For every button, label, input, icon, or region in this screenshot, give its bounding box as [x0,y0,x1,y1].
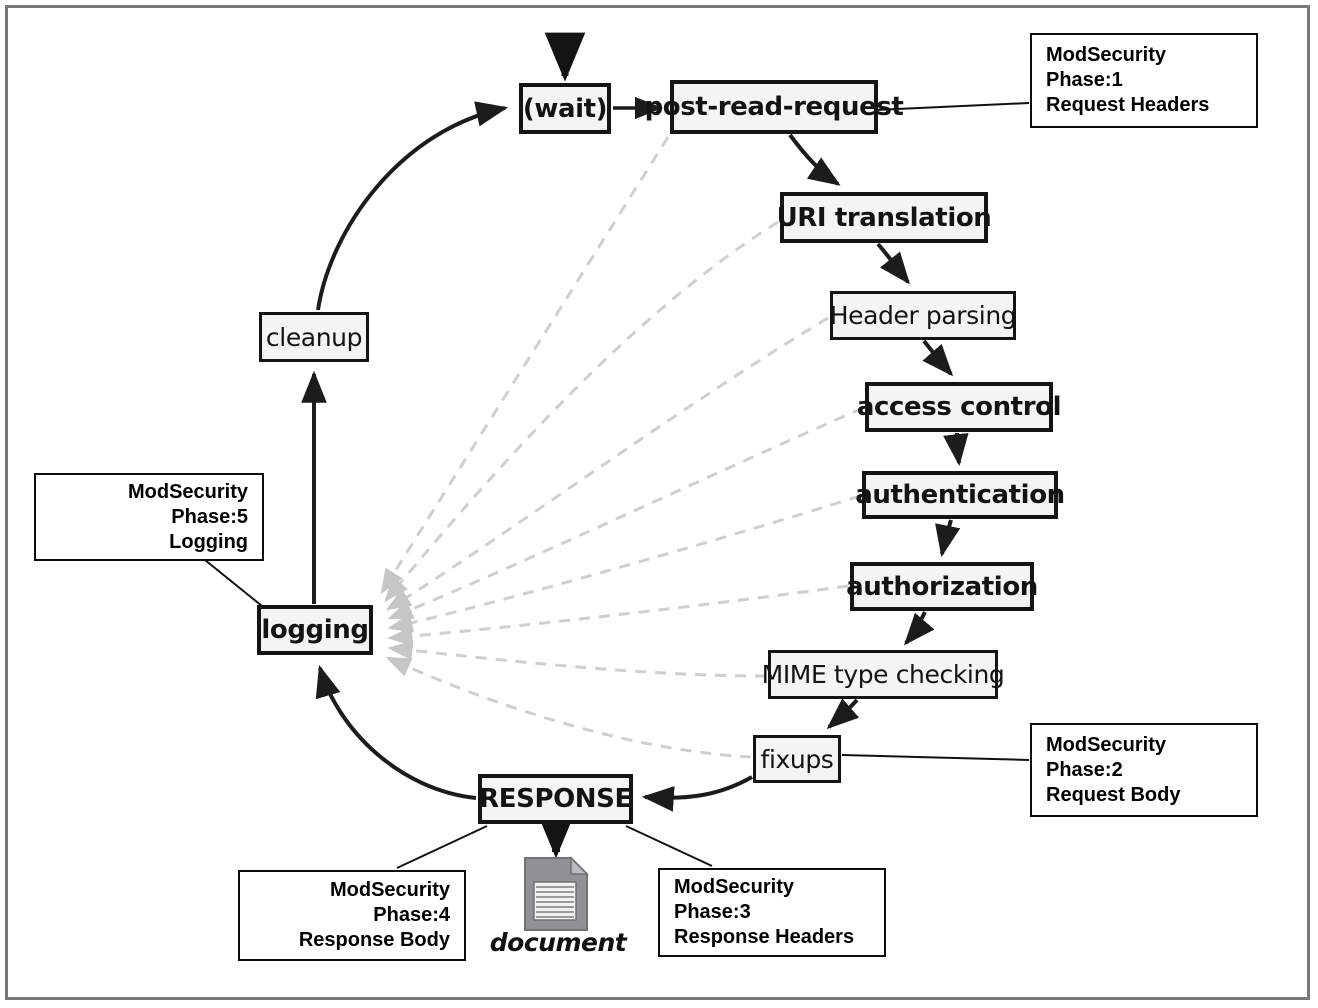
node-authorization[interactable]: authorization [846,562,1038,611]
node-fixups-label: fixups [760,744,834,774]
document-page-icon [524,856,589,931]
node-authentication-label: authentication [855,480,1065,510]
callout-phase-5-line-2: Logging [169,530,248,553]
node-mime-type-checking[interactable]: MIME type checking [762,650,1005,699]
callout-modsecurity-phase-5: ModSecurity Phase:5 Logging [34,473,264,561]
node-logging-label: logging [261,615,369,645]
node-uri-translation[interactable]: URI translation [777,192,992,243]
callout-phase-3-line-2: Response Headers [674,926,855,948]
callout-phase-4-line-1: ModSecurity Phase:4 [329,879,450,926]
callout-modsecurity-phase-2: ModSecurity Phase:2 Request Body [1030,723,1258,817]
node-header-parsing[interactable]: Header parsing [829,291,1017,340]
callout-modsecurity-phase-4: ModSecurity Phase:4 Response Body [238,870,466,961]
callout-phase-5-line-1: ModSecurity Phase:5 [127,480,248,528]
callout-phase-2-line-1: ModSecurity Phase:2 [1046,733,1167,781]
callout-phase-1-line-2: Request Headers [1046,94,1210,116]
node-uri-translation-label: URI translation [776,202,992,233]
node-logging[interactable]: logging [257,605,373,655]
node-cleanup[interactable]: cleanup [259,312,369,362]
node-post-read-request-label: post-read-request [644,92,904,122]
callout-modsecurity-phase-3: ModSecurity Phase:3 Response Headers [658,868,886,957]
node-access-control-label: access control [856,392,1062,422]
diagram-frame [5,5,1310,1000]
callout-phase-2-line-2: Request Body [1046,783,1181,806]
node-authentication[interactable]: authentication [855,471,1065,519]
callout-phase-4-line-2: Response Body [298,929,450,951]
callout-phase-3-line-1: ModSecurity Phase:3 [674,876,795,923]
node-header-parsing-label: Header parsing [829,301,1017,330]
node-fixups[interactable]: fixups [753,735,841,783]
document-label: document [489,928,627,957]
node-wait[interactable]: (wait) [519,83,611,134]
node-access-control[interactable]: access control [857,382,1062,432]
callout-modsecurity-phase-1: ModSecurity Phase:1 Request Headers [1030,33,1258,128]
callout-phase-1-line-1: ModSecurity Phase:1 [1046,44,1167,91]
node-response-label: RESPONSE [479,784,632,814]
node-mime-type-checking-label: MIME type checking [761,660,1005,689]
node-wait-label: (wait) [522,93,608,124]
node-post-read-request[interactable]: post-read-request [645,80,904,134]
node-response[interactable]: RESPONSE [478,774,633,824]
node-authorization-label: authorization [846,571,1038,602]
node-cleanup-label: cleanup [265,322,363,352]
